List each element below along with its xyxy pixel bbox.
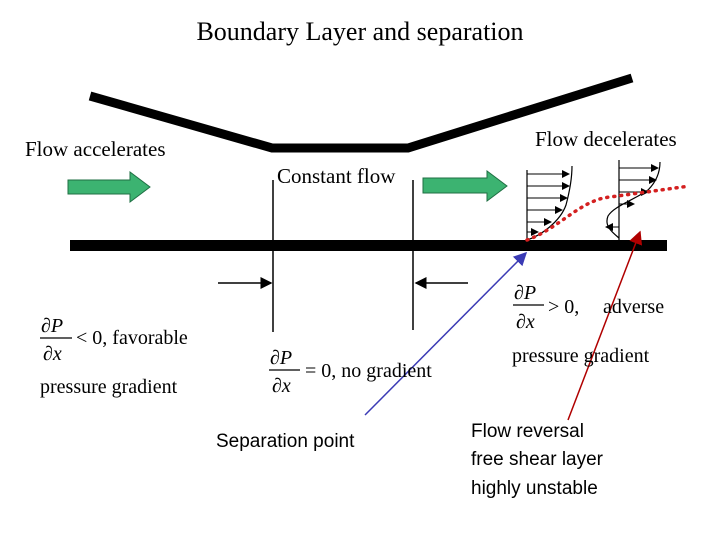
velocity-profile-1 (526, 165, 573, 241)
zero-gradient-equation: ∂P ∂x = 0, no gradient (269, 347, 432, 397)
adverse-gradient-equation: ∂P ∂x > 0, adverse pressure gradient (512, 282, 664, 367)
favorable-gradient-equation: ∂P ∂x < 0, favorable pressure gradient (40, 315, 188, 398)
eq1-numerator: ∂P (41, 315, 63, 337)
page-title: Boundary Layer and separation (196, 17, 523, 46)
eq2-numerator: ∂P (270, 347, 292, 369)
lower-wall (70, 240, 667, 251)
eq3-denominator: ∂x (516, 311, 535, 333)
eq3-adverse-word: adverse (603, 296, 664, 318)
reversal-leader-line (567, 230, 643, 421)
eq3-numerator: ∂P (514, 282, 536, 304)
eq1-relation: < 0, favorable (76, 327, 188, 349)
shear-layer-dotted-line (525, 184, 692, 242)
eq1-denominator: ∂x (43, 343, 62, 365)
highly-unstable-label: highly unstable (471, 478, 598, 499)
eq2-denominator: ∂x (272, 375, 291, 397)
flow-accelerates-label: Flow accelerates (25, 137, 166, 161)
eq3-relation: > 0, (548, 296, 579, 318)
velocity-profile-2 (605, 160, 661, 240)
eq1-line2: pressure gradient (40, 376, 178, 398)
flow-reversal-label: Flow reversal (471, 421, 584, 442)
flow-arrow-right (422, 170, 508, 202)
eq3-line2: pressure gradient (512, 345, 650, 367)
separation-leader-line (364, 251, 528, 416)
free-shear-layer-label: free shear layer (471, 449, 604, 470)
flow-decelerates-label: Flow decelerates (535, 127, 677, 151)
upper-wall (88, 73, 634, 153)
eq2-relation: = 0, no gradient (305, 360, 432, 382)
flow-arrow-left (67, 171, 151, 203)
constant-flow-label: Constant flow (277, 164, 396, 188)
separation-point-label: Separation point (216, 431, 355, 452)
